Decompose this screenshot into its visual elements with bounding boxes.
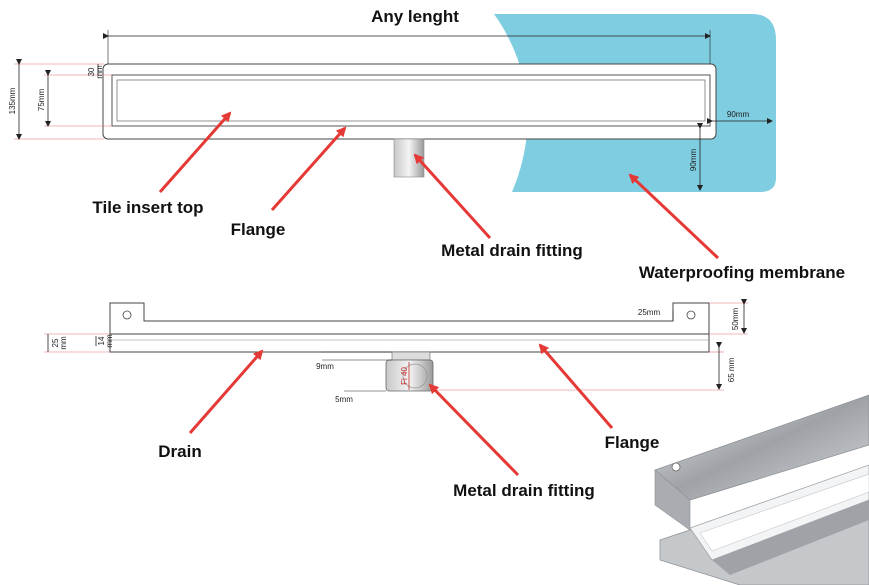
dim-30-text: 30mm bbox=[87, 65, 104, 79]
dim-75-text: 75mm bbox=[37, 89, 46, 112]
side-metal-drain-fitting bbox=[385, 359, 434, 392]
dim-65-text: 65 mm bbox=[727, 357, 736, 382]
arrow-flange-top bbox=[270, 126, 347, 211]
dim-5-text: 5mm bbox=[335, 395, 353, 404]
fitting-outlet-circle bbox=[402, 363, 428, 389]
mounting-hole-left bbox=[122, 310, 132, 320]
fitting-neck bbox=[391, 351, 431, 361]
dim-25-left-text: 25mm bbox=[51, 336, 68, 350]
label-metal-drain-fitting-top: Metal drain fitting bbox=[441, 241, 583, 260]
side-flange-outline bbox=[109, 302, 710, 335]
title-any-length: Any lenght bbox=[371, 7, 459, 26]
arrow-flange-side bbox=[538, 343, 614, 429]
dim-90v-text: 90mm bbox=[689, 149, 698, 172]
dim-50-text: 50mm bbox=[731, 308, 740, 331]
arrow-tile-insert bbox=[158, 111, 232, 193]
label-drain: Drain bbox=[158, 442, 201, 461]
dim-90h-text: 90mm bbox=[727, 110, 750, 119]
product-photo bbox=[654, 394, 869, 585]
label-flange-side: Flange bbox=[605, 433, 660, 452]
dim-25mm-right-text: 25mm bbox=[638, 308, 661, 317]
label-waterproofing-membrane: Waterproofing membrane bbox=[639, 263, 845, 282]
dim-9-text: 9mm bbox=[316, 362, 334, 371]
mounting-hole-right bbox=[686, 310, 696, 320]
arrow-drain bbox=[188, 349, 264, 434]
tile-insert-top-shape bbox=[116, 79, 706, 122]
dim-14-text: 14mm bbox=[97, 334, 114, 348]
arrow-membrane bbox=[628, 173, 720, 260]
label-flange-top: Flange bbox=[231, 220, 286, 239]
dim-135-text: 135mm bbox=[8, 87, 17, 114]
label-tile-insert-top: Tile insert top bbox=[92, 198, 203, 217]
side-drain-channel bbox=[109, 333, 710, 353]
dim-fi40-text: Fi 40 bbox=[400, 367, 409, 385]
arrow-fitting-top bbox=[413, 153, 492, 240]
label-metal-drain-fitting-side: Metal drain fitting bbox=[453, 481, 595, 500]
arrow-fitting-side bbox=[428, 383, 520, 477]
